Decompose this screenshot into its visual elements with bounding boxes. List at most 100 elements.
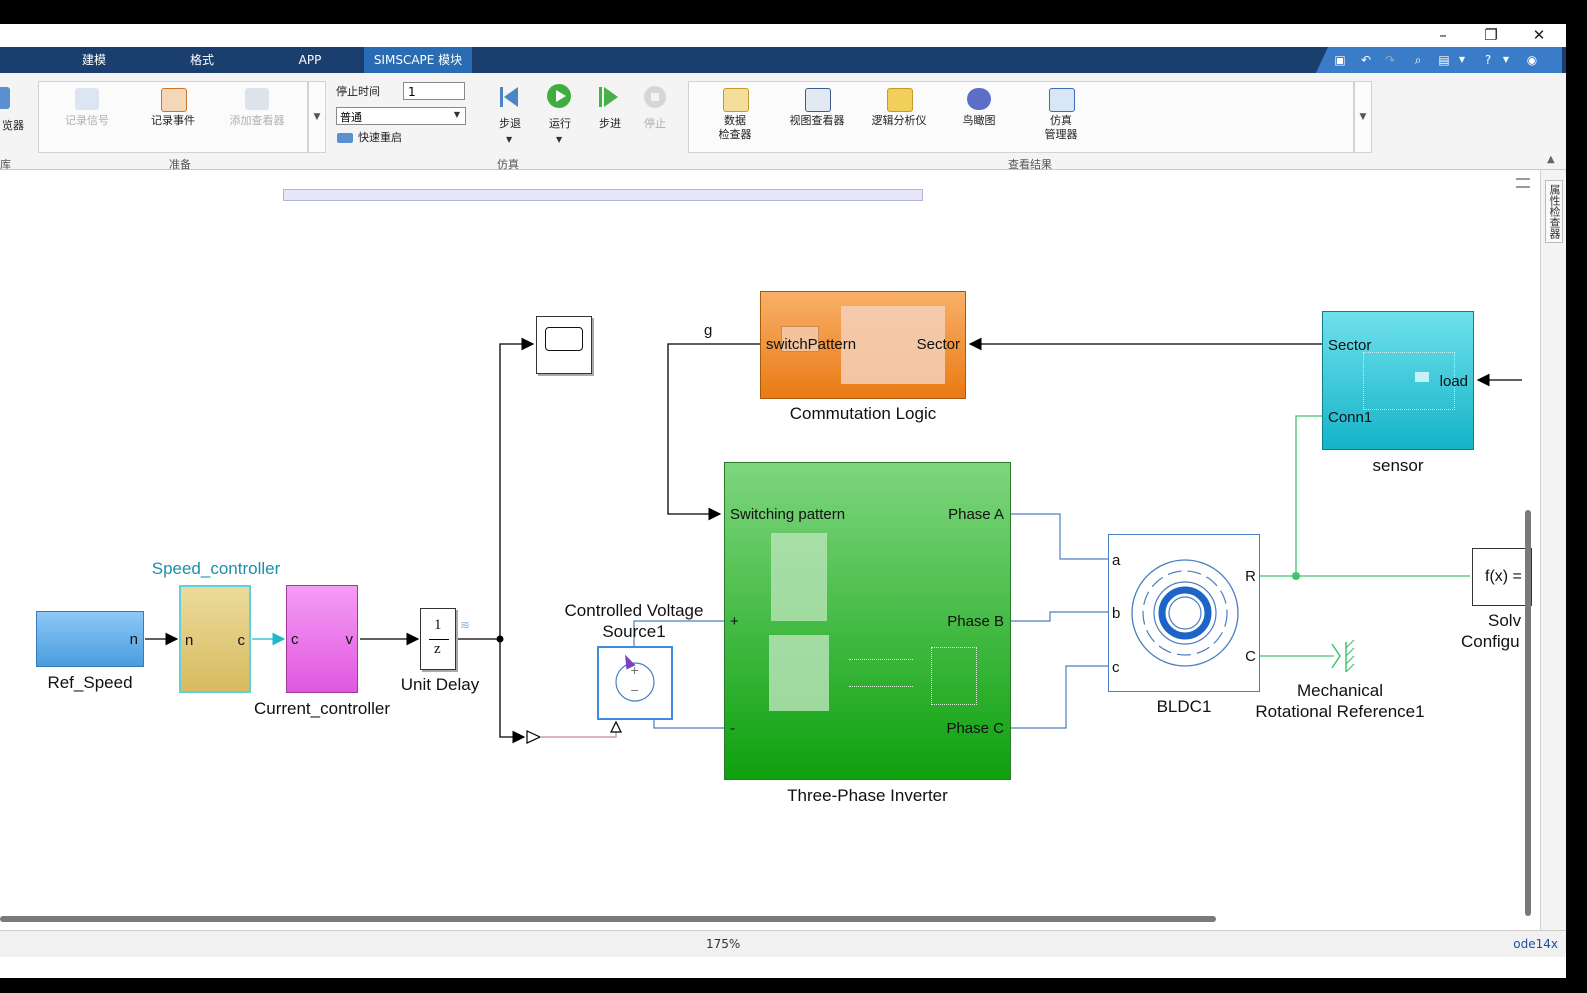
view-viewer-button[interactable]: 视图查看器: [789, 114, 845, 127]
current-controller-label[interactable]: Current_controller: [253, 699, 391, 718]
model-canvas[interactable]: n Ref_Speed Speed_controller n c c v Cur…: [0, 170, 1540, 930]
solver-label-line1[interactable]: Solv: [1488, 611, 1522, 630]
inverter-preview-mid: [849, 659, 913, 687]
minimize-button[interactable]: –: [1439, 26, 1447, 44]
ps-converter-icon[interactable]: [526, 730, 542, 744]
log-events-button[interactable]: 记录事件: [151, 114, 195, 127]
ref-speed-block[interactable]: n: [36, 611, 144, 667]
controlled-voltage-source-block[interactable]: + −: [597, 646, 673, 720]
property-inspector-tab[interactable]: 属性检查器: [1545, 180, 1563, 243]
line-phase-b[interactable]: [1011, 611, 1108, 622]
horizontal-scrollbar[interactable]: [0, 916, 1216, 922]
mechanical-reference-block[interactable]: [1326, 638, 1360, 676]
speed-controller-label[interactable]: Speed_controller: [151, 559, 281, 578]
speed-controller-block[interactable]: n c: [179, 585, 251, 693]
zoom-level[interactable]: 175%: [706, 937, 741, 951]
chevron-down-icon: ▼: [453, 110, 460, 119]
stop-time-label: 停止时间: [336, 85, 380, 98]
simulation-mode-select[interactable]: 普通 ▼: [336, 107, 466, 125]
library-browser-button[interactable]: 览器: [2, 119, 24, 132]
line-to-scope[interactable]: [499, 337, 535, 639]
log-signals-button[interactable]: 记录信号: [65, 114, 109, 127]
solver-symbol: f(x) =: [1485, 568, 1522, 585]
prepare-gallery-expand[interactable]: ▼: [308, 81, 326, 153]
line-cvs-plus[interactable]: [633, 620, 724, 646]
commutation-logic-label[interactable]: Commutation Logic: [789, 404, 937, 423]
restore-button[interactable]: ❐: [1484, 26, 1498, 44]
prepare-group: 记录信号 记录事件 添加查看器: [38, 81, 308, 153]
signal-g-label[interactable]: g: [704, 322, 713, 339]
bldc-port-c: c: [1112, 659, 1120, 676]
canvas-menu-icon[interactable]: [1516, 178, 1530, 188]
tab-apps[interactable]: APP: [298, 53, 322, 67]
collapse-ribbon-icon[interactable]: ▲: [1547, 154, 1555, 165]
simulation-mode-value: 普通: [340, 111, 362, 124]
step-back-button[interactable]: 步退: [499, 117, 521, 130]
chevron-down-icon[interactable]: ▼: [556, 135, 563, 144]
sensor-port-sector: Sector: [1328, 337, 1372, 354]
current-controller-block[interactable]: c v: [286, 585, 358, 693]
run-icon: [546, 83, 572, 109]
logic-analyzer-button[interactable]: 逻辑分析仪: [871, 114, 927, 127]
sensor-port-load: load: [1439, 373, 1468, 390]
scope-block[interactable]: [536, 316, 592, 374]
options-icon[interactable]: ◉: [1526, 53, 1538, 67]
line-cvs-minus[interactable]: [653, 718, 724, 729]
stop-button[interactable]: 停止: [644, 117, 666, 130]
review-gallery-expand[interactable]: ▼: [1354, 81, 1372, 153]
line-converter-to-cvs[interactable]: [540, 728, 617, 738]
prepare-group-label: 准备: [169, 158, 191, 171]
library-browser-icon[interactable]: [0, 87, 10, 109]
sim-manager-button[interactable]: 仿真 管理器: [1029, 114, 1093, 142]
unit-delay-block[interactable]: 1 z: [420, 608, 456, 670]
undo-icon[interactable]: ↶: [1360, 53, 1372, 67]
step-forward-button[interactable]: 步进: [599, 117, 621, 130]
vertical-scrollbar[interactable]: [1525, 510, 1531, 916]
mech-ref-label-line2[interactable]: Rotational Reference1: [1255, 702, 1425, 721]
line-to-converter[interactable]: [499, 639, 526, 744]
line-commutation-to-inverter[interactable]: [667, 343, 760, 521]
fast-restart-button[interactable]: 快速重启: [358, 131, 402, 144]
bldc-motor-block[interactable]: a b c R C: [1108, 534, 1260, 692]
voltage-source-icon: [615, 662, 655, 702]
inverter-port-switching: Switching pattern: [730, 506, 846, 523]
help-icon[interactable]: ?: [1484, 53, 1492, 67]
add-viewer-button[interactable]: 添加查看器: [229, 114, 285, 127]
zoom-icon[interactable]: ⌕: [1414, 53, 1422, 67]
run-button[interactable]: 运行: [549, 117, 571, 130]
three-phase-inverter-label[interactable]: Three-Phase Inverter: [787, 786, 948, 805]
chevron-down-icon[interactable]: ▼: [1502, 55, 1510, 64]
tab-modeling[interactable]: 建模: [81, 53, 106, 67]
line-mech-sensor[interactable]: [1295, 415, 1322, 576]
cvs-plus-sign: +: [630, 664, 640, 677]
commutation-logic-block[interactable]: switchPattern Sector: [760, 291, 966, 399]
sensor-block[interactable]: Sector load Conn1: [1322, 311, 1474, 450]
save-icon[interactable]: ▣: [1334, 53, 1346, 67]
chevron-down-icon[interactable]: ▼: [506, 135, 513, 144]
ref-speed-label[interactable]: Ref_Speed: [47, 673, 133, 692]
unit-delay-label[interactable]: Unit Delay: [400, 675, 480, 694]
commutation-port-switchpattern: switchPattern: [766, 336, 857, 353]
three-phase-inverter-block[interactable]: Switching pattern + - Phase A Phase B Ph…: [724, 462, 1011, 780]
log-events-icon: [161, 88, 187, 112]
mech-branch-point: [1292, 572, 1300, 580]
chevron-down-icon[interactable]: ▼: [1458, 55, 1466, 64]
solver-configuration-block[interactable]: f(x) =: [1472, 548, 1532, 606]
mech-ref-label-line1[interactable]: Mechanical: [1297, 681, 1383, 700]
birds-eye-button[interactable]: 鸟瞰图: [962, 114, 996, 127]
bldc-label[interactable]: BLDC1: [1156, 697, 1212, 716]
sensor-label[interactable]: sensor: [1372, 456, 1424, 475]
close-button[interactable]: ✕: [1532, 26, 1546, 44]
solver-status[interactable]: ode14x: [1513, 937, 1558, 951]
solver-label-line2[interactable]: Configu: [1461, 632, 1520, 651]
line-phase-c[interactable]: [1011, 665, 1108, 729]
tab-format[interactable]: 格式: [189, 53, 214, 67]
data-inspector-button[interactable]: 数据 检查器: [703, 114, 767, 142]
cvs-label-line2[interactable]: Source1: [602, 622, 666, 641]
print-icon[interactable]: ▤: [1438, 53, 1450, 67]
line-phase-a[interactable]: [1011, 513, 1108, 560]
redo-icon[interactable]: ↷: [1384, 53, 1396, 67]
cvs-label-line1[interactable]: Controlled Voltage: [564, 601, 704, 620]
tab-simscape-blocks[interactable]: SIMSCAPE 模块: [364, 47, 472, 73]
stop-time-input[interactable]: 1: [403, 82, 465, 100]
